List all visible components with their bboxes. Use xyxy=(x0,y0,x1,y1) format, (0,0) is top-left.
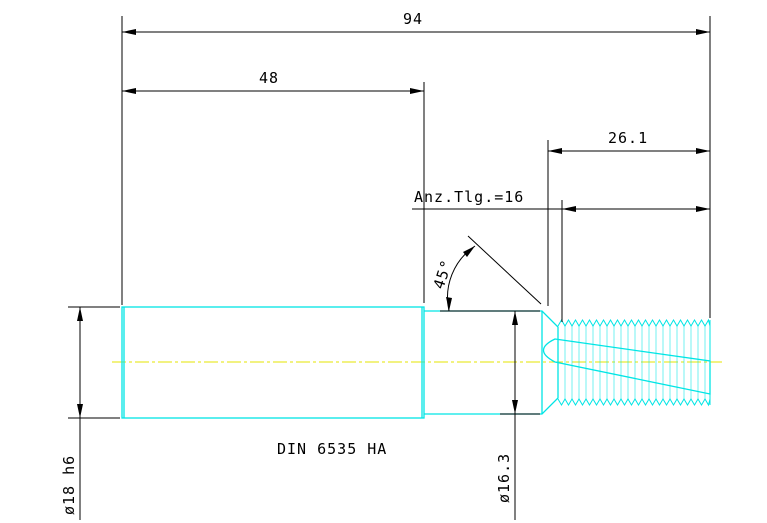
shank-body xyxy=(121,306,425,419)
thread-profile xyxy=(557,398,711,407)
extension-lines xyxy=(68,16,711,419)
flute-slot xyxy=(542,338,711,395)
standard-label: DIN 6535 HA xyxy=(277,440,387,458)
neck-diameter-label: ø16.3 xyxy=(495,453,513,503)
thread-length-label: 26.1 xyxy=(608,129,648,147)
dimension-lines xyxy=(77,29,710,520)
shank-length-label: 48 xyxy=(259,69,279,87)
thread-profile xyxy=(557,318,711,327)
tooth-count-label: Anz.Tlg.=16 xyxy=(414,188,524,206)
total-length-label: 94 xyxy=(403,10,423,28)
shank-diameter-label: ø18 h6 xyxy=(60,455,78,515)
chamfer-angle-label: 45° xyxy=(430,257,456,291)
thread-teeth xyxy=(557,318,711,407)
angle-arc xyxy=(447,245,476,312)
